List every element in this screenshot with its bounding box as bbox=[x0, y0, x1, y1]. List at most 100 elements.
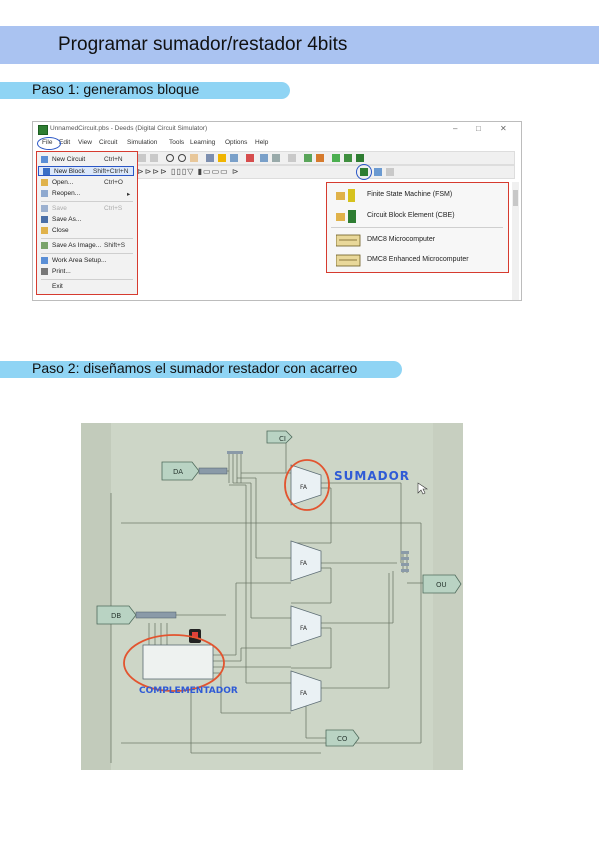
ou-label: OU bbox=[436, 581, 447, 589]
block-chip-icon[interactable] bbox=[356, 154, 364, 162]
sumador-highlight bbox=[284, 459, 330, 511]
menu-item-work-area-setup[interactable]: Work Area Setup... bbox=[37, 256, 137, 266]
work-area-setup-label: Work Area Setup... bbox=[52, 257, 107, 264]
circuit-photo: CI DA DB OU CO FA FA FA FA bbox=[81, 423, 463, 770]
step1-heading: Paso 1: generamos bloque bbox=[32, 81, 200, 97]
menu-item-dmc8[interactable]: DMC8 Microcomputer bbox=[327, 231, 508, 249]
cut-icon[interactable] bbox=[138, 154, 146, 162]
app-icon bbox=[38, 125, 48, 135]
menubar: File Edit View Circuit Simulation Tools … bbox=[33, 137, 521, 148]
select-icon[interactable] bbox=[206, 154, 214, 162]
menu-edit[interactable]: Edit bbox=[59, 139, 71, 146]
cbe-icon bbox=[336, 210, 360, 225]
menu-item-fsm[interactable]: Finite State Machine (FSM) bbox=[327, 186, 508, 204]
block-green-icon[interactable] bbox=[332, 154, 340, 162]
menu-separator bbox=[331, 227, 503, 228]
toolbar-components: ⊳⊳⊳⊳ ▯▯▯▽ ▮▭▭▭ ⊳ bbox=[133, 165, 515, 179]
menu-item-print[interactable]: Print... bbox=[37, 267, 137, 277]
menu-simulation[interactable]: Simulation bbox=[127, 139, 158, 146]
toolbar-top bbox=[133, 151, 515, 165]
dmc8-enhanced-icon bbox=[335, 254, 362, 269]
save-label: Save bbox=[52, 205, 67, 212]
new-block-icon bbox=[43, 168, 50, 175]
menu-separator bbox=[41, 253, 133, 254]
hand-icon[interactable] bbox=[190, 154, 198, 162]
menu-item-new-block[interactable]: New Block Shift+Ctrl+N bbox=[38, 166, 134, 176]
new-block-shortcut: Shift+Ctrl+N bbox=[93, 168, 129, 175]
menu-item-open[interactable]: Open... Ctrl+O bbox=[37, 178, 137, 188]
window-title: UnnamedCircuit.pbs - Deeds (Digital Circ… bbox=[50, 125, 208, 132]
properties-icon[interactable] bbox=[374, 168, 382, 176]
maximize-icon[interactable]: □ bbox=[476, 124, 481, 133]
menu-learning[interactable]: Learning bbox=[190, 139, 216, 146]
run-icon[interactable] bbox=[260, 154, 268, 162]
menu-item-reopen[interactable]: Reopen... ▸ bbox=[37, 189, 137, 199]
chevron-right-icon: ▸ bbox=[127, 191, 131, 198]
zoom-in-icon[interactable] bbox=[166, 154, 174, 162]
setup-icon bbox=[41, 257, 48, 264]
block-dark-icon[interactable] bbox=[344, 154, 352, 162]
menu-options[interactable]: Options bbox=[225, 139, 248, 146]
close-icon[interactable]: ✕ bbox=[500, 124, 507, 133]
fa-label: FA bbox=[300, 690, 308, 697]
scrollbar[interactable] bbox=[512, 182, 519, 300]
step2-heading: Paso 2: diseñamos el sumador restador co… bbox=[32, 360, 358, 376]
step-icon[interactable] bbox=[272, 154, 280, 162]
save-as-label: Save As... bbox=[52, 216, 82, 223]
step2-bar bbox=[0, 361, 402, 378]
new-circuit-icon bbox=[41, 156, 48, 163]
reopen-icon bbox=[41, 190, 48, 197]
block-button-highlight bbox=[356, 164, 372, 180]
menu-item-save[interactable]: Save Ctrl+S bbox=[37, 204, 137, 214]
sumador-annotation: SUMADOR bbox=[334, 469, 411, 483]
ci-label: CI bbox=[279, 435, 286, 443]
complementador-annotation: COMPLEMENTADOR bbox=[139, 686, 238, 696]
menu-item-cbe[interactable]: Circuit Block Element (CBE) bbox=[327, 207, 508, 225]
image-icon bbox=[41, 242, 48, 249]
page-icon[interactable] bbox=[386, 168, 394, 176]
scrollbar-thumb[interactable] bbox=[513, 190, 518, 206]
menu-circuit[interactable]: Circuit bbox=[99, 139, 118, 146]
complementer-block bbox=[142, 644, 214, 680]
page-title: Programar sumador/restador 4bits bbox=[58, 34, 348, 55]
exit-label: Exit bbox=[52, 283, 63, 290]
delete-icon[interactable] bbox=[246, 154, 254, 162]
menu-item-save-as[interactable]: Save As... bbox=[37, 215, 137, 225]
menu-item-save-as-image[interactable]: Save As Image... Shift+S bbox=[37, 241, 137, 251]
menu-item-exit[interactable]: Exit bbox=[37, 282, 137, 292]
wire-icon[interactable] bbox=[218, 154, 226, 162]
menu-item-new-circuit[interactable]: New Circuit Ctrl+N bbox=[37, 155, 137, 165]
dmc8-enhanced-label: DMC8 Enhanced Microcomputer bbox=[367, 256, 469, 263]
folder-icon bbox=[41, 179, 48, 186]
window-titlebar: UnnamedCircuit.pbs - Deeds (Digital Circ… bbox=[33, 122, 521, 136]
cbe-label: Circuit Block Element (CBE) bbox=[367, 212, 455, 219]
db-terminal bbox=[96, 605, 137, 625]
learning-icon[interactable] bbox=[304, 154, 312, 162]
menu-item-dmc8-enhanced[interactable]: DMC8 Enhanced Microcomputer bbox=[327, 251, 508, 269]
gate-icons[interactable]: ⊳⊳⊳⊳ ▯▯▯▽ ▮▭▭▭ ⊳ bbox=[137, 167, 240, 176]
component-icon[interactable] bbox=[230, 154, 238, 162]
new-block-label: New Block bbox=[54, 168, 85, 175]
menu-view[interactable]: View bbox=[78, 139, 92, 146]
close-label: Close bbox=[52, 227, 69, 234]
save-as-image-shortcut: Shift+S bbox=[104, 242, 126, 249]
co-terminal bbox=[325, 729, 360, 747]
full-adder-3: FA bbox=[290, 605, 322, 647]
paste-icon[interactable] bbox=[150, 154, 158, 162]
da-label: DA bbox=[173, 468, 183, 476]
fa-label: FA bbox=[300, 484, 308, 491]
zoom-out-icon[interactable] bbox=[178, 154, 186, 162]
save-as-icon bbox=[41, 216, 48, 223]
menu-separator bbox=[41, 238, 133, 239]
timing-icon[interactable] bbox=[288, 154, 296, 162]
menu-item-close[interactable]: Close bbox=[37, 226, 137, 236]
dmc8-label: DMC8 Microcomputer bbox=[367, 236, 436, 243]
dmc8-icon bbox=[335, 234, 362, 249]
minimize-icon[interactable]: – bbox=[453, 124, 458, 133]
menu-help[interactable]: Help bbox=[255, 139, 269, 146]
chip-icon[interactable] bbox=[316, 154, 324, 162]
save-as-image-label: Save As Image... bbox=[52, 242, 102, 249]
ou-terminal bbox=[422, 574, 462, 594]
menu-tools[interactable]: Tools bbox=[169, 139, 185, 146]
step1-bar bbox=[0, 82, 290, 99]
